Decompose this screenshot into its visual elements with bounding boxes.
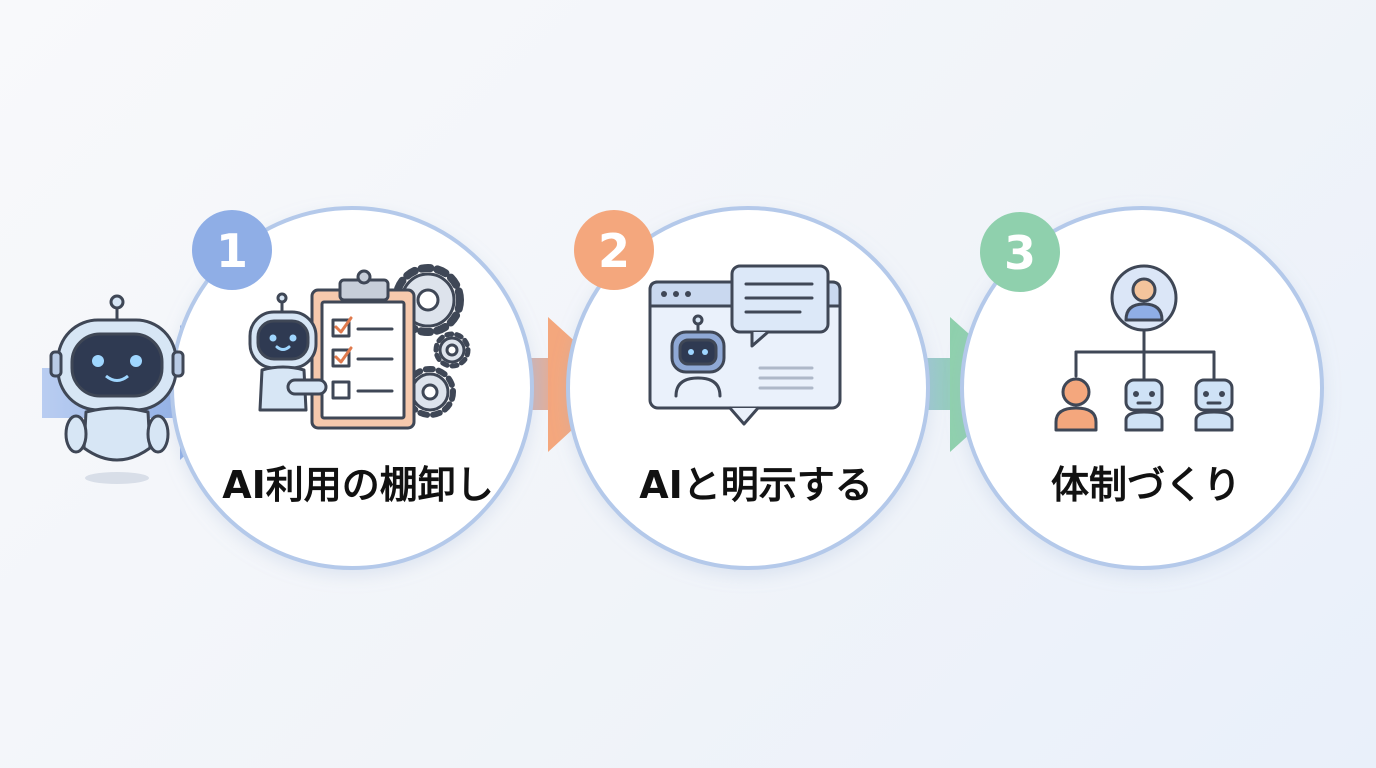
step-1-number: 1 xyxy=(216,224,248,278)
step-3-badge: 3 xyxy=(980,212,1060,292)
gear-lower-icon xyxy=(404,366,456,418)
step-2-number: 2 xyxy=(598,224,630,278)
step-2-label: AIと明示する xyxy=(639,463,873,507)
clipboard-checklist-robot-icon xyxy=(248,264,471,430)
step-1-label: AI利用の棚卸し xyxy=(222,463,494,507)
step-3-label: 体制づくり xyxy=(1050,463,1241,507)
robot-mascot-icon xyxy=(49,294,185,484)
gear-small-icon xyxy=(433,331,471,369)
org-chart-icon xyxy=(1054,264,1234,432)
step-1-badge: 1 xyxy=(192,210,272,290)
step-2-badge: 2 xyxy=(574,210,654,290)
step-3-number: 3 xyxy=(1004,226,1036,280)
chat-window-robot-icon xyxy=(648,264,842,426)
